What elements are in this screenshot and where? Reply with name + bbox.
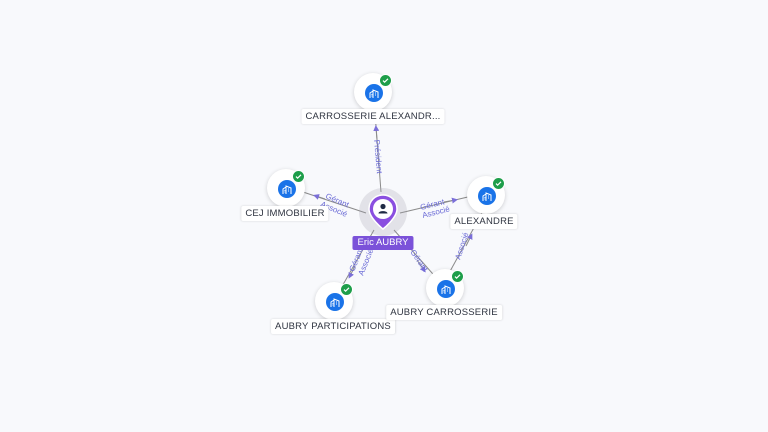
building-icon: [365, 84, 383, 102]
verified-check-icon: [340, 283, 353, 296]
person-icon: [378, 203, 388, 214]
company-node-cej-immobilier[interactable]: [267, 169, 305, 207]
verified-check-icon: [492, 177, 505, 190]
verified-check-icon: [292, 170, 305, 183]
building-icon: [478, 187, 496, 205]
person-name-label[interactable]: Eric AUBRY: [352, 236, 414, 250]
edge-person-carrosserie-alexandre: Président: [372, 112, 384, 193]
building-icon: [437, 280, 455, 298]
company-node-aubry-carrosserie[interactable]: [426, 269, 464, 307]
company-node-carrosserie-alexandre[interactable]: [354, 73, 392, 111]
company-label[interactable]: ALEXANDRE: [450, 214, 518, 229]
company-label[interactable]: AUBRY CARROSSERIE: [386, 305, 502, 320]
person-pin-icon: [368, 194, 398, 230]
building-icon: [326, 293, 344, 311]
company-label[interactable]: CARROSSERIE ALEXANDR...: [301, 109, 445, 124]
company-label[interactable]: CEJ IMMOBILIER: [241, 206, 329, 221]
verified-check-icon: [451, 270, 464, 283]
company-node-alexandre[interactable]: [467, 176, 505, 214]
verified-check-icon: [379, 74, 392, 87]
edge-label: Président: [372, 139, 384, 174]
edge-label: Associé: [453, 231, 470, 261]
company-node-aubry-participations[interactable]: [315, 282, 353, 320]
edge-label: Gérant: [408, 248, 430, 274]
company-label[interactable]: AUBRY PARTICIPATIONS: [271, 319, 395, 334]
person-node[interactable]: [359, 188, 407, 236]
building-icon: [278, 180, 296, 198]
